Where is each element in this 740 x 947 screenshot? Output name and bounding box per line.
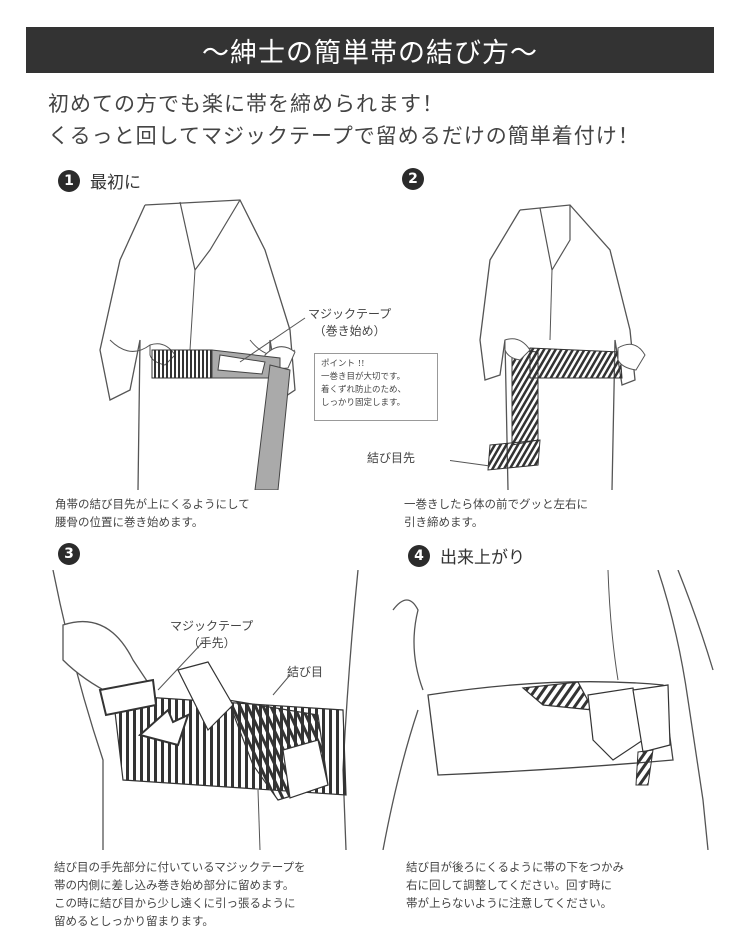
caption-line: 帯の内側に差し込み巻き始め部分に留めます。: [54, 878, 295, 892]
label-magic-tape-tip: マジックテープ （手先）: [170, 618, 253, 652]
caption-line: 留めるとしっかり留まります。: [54, 914, 214, 928]
step-title: 最初に: [90, 173, 141, 193]
step-3-illustration: [28, 570, 373, 850]
label-magic-tape-start: マジックテープ （巻き始め）: [308, 306, 391, 340]
label-line: （手先）: [187, 636, 236, 650]
point-note-box: ポイント !! 一巻き目が大切です。 着くずれ防止のため、 しっかり固定します。: [314, 353, 438, 421]
label-line: マジックテープ: [170, 619, 254, 633]
step-4-illustration: [378, 570, 718, 850]
page-title-banner: 〜紳士の簡単帯の結び方〜: [26, 27, 714, 73]
caption-line: 一巻きしたら体の前でグッと左右に: [404, 497, 588, 511]
caption-line: 引き締めます。: [404, 515, 484, 529]
step-2-illustration: [450, 190, 660, 490]
step-2-header: 2: [402, 168, 434, 190]
caption-line: 右に回して調整してください。回す時に: [406, 878, 612, 892]
intro-line-2: くるっと回してマジックテープで留めるだけの簡単着付け！: [48, 124, 640, 148]
caption-line: この時に結び目から少し遠くに引っ張るように: [54, 896, 296, 910]
step-3-header: 3: [58, 543, 90, 565]
caption-line: 結び目が後ろにくるように帯の下をつかみ: [406, 860, 625, 874]
step-1-illustration: [90, 190, 320, 490]
step-number-badge: 3: [58, 543, 80, 565]
step-1-header: 1 最初に: [58, 168, 141, 193]
intro-line-1: 初めての方でも楽に帯を締められます！: [48, 92, 444, 116]
label-knot-tip: 結び目先: [367, 451, 416, 465]
step-3-caption: 結び目の手先部分に付いているマジックテープを 帯の内側に差し込み巻き始め部分に留…: [54, 858, 306, 930]
caption-line: 結び目の手先部分に付いているマジックテープを: [54, 860, 306, 874]
caption-line: 帯が上らないように注意してください。: [406, 896, 613, 910]
point-line: 着くずれ防止のため、: [321, 385, 407, 395]
step-number-badge: 1: [58, 169, 80, 192]
point-line: しっかり固定します。: [321, 398, 406, 408]
step-4-caption: 結び目が後ろにくるように帯の下をつかみ 右に回して調整してください。回す時に 帯…: [406, 858, 624, 912]
label-line: マジックテープ: [308, 307, 392, 321]
step-4-header: 4 出来上がり: [408, 543, 525, 568]
caption-line: 腰骨の位置に巻き始めます。: [55, 515, 204, 529]
step-title: 出来上がり: [440, 548, 525, 568]
step-2-caption: 一巻きしたら体の前でグッと左右に 引き締めます。: [404, 495, 588, 531]
step-number-badge: 2: [402, 168, 424, 190]
page-title: 〜紳士の簡単帯の結び方〜: [202, 37, 538, 69]
label-line: （巻き始め）: [313, 324, 386, 338]
step-number-badge: 4: [408, 544, 430, 567]
point-line: ポイント !!: [321, 359, 365, 369]
label-knot: 結び目: [287, 665, 324, 679]
point-line: 一巻き目が大切です。: [321, 372, 406, 382]
step-1-caption: 角帯の結び目先が上にくるようにして 腰骨の位置に巻き始めます。: [55, 495, 250, 531]
caption-line: 角帯の結び目先が上にくるようにして: [55, 497, 250, 511]
